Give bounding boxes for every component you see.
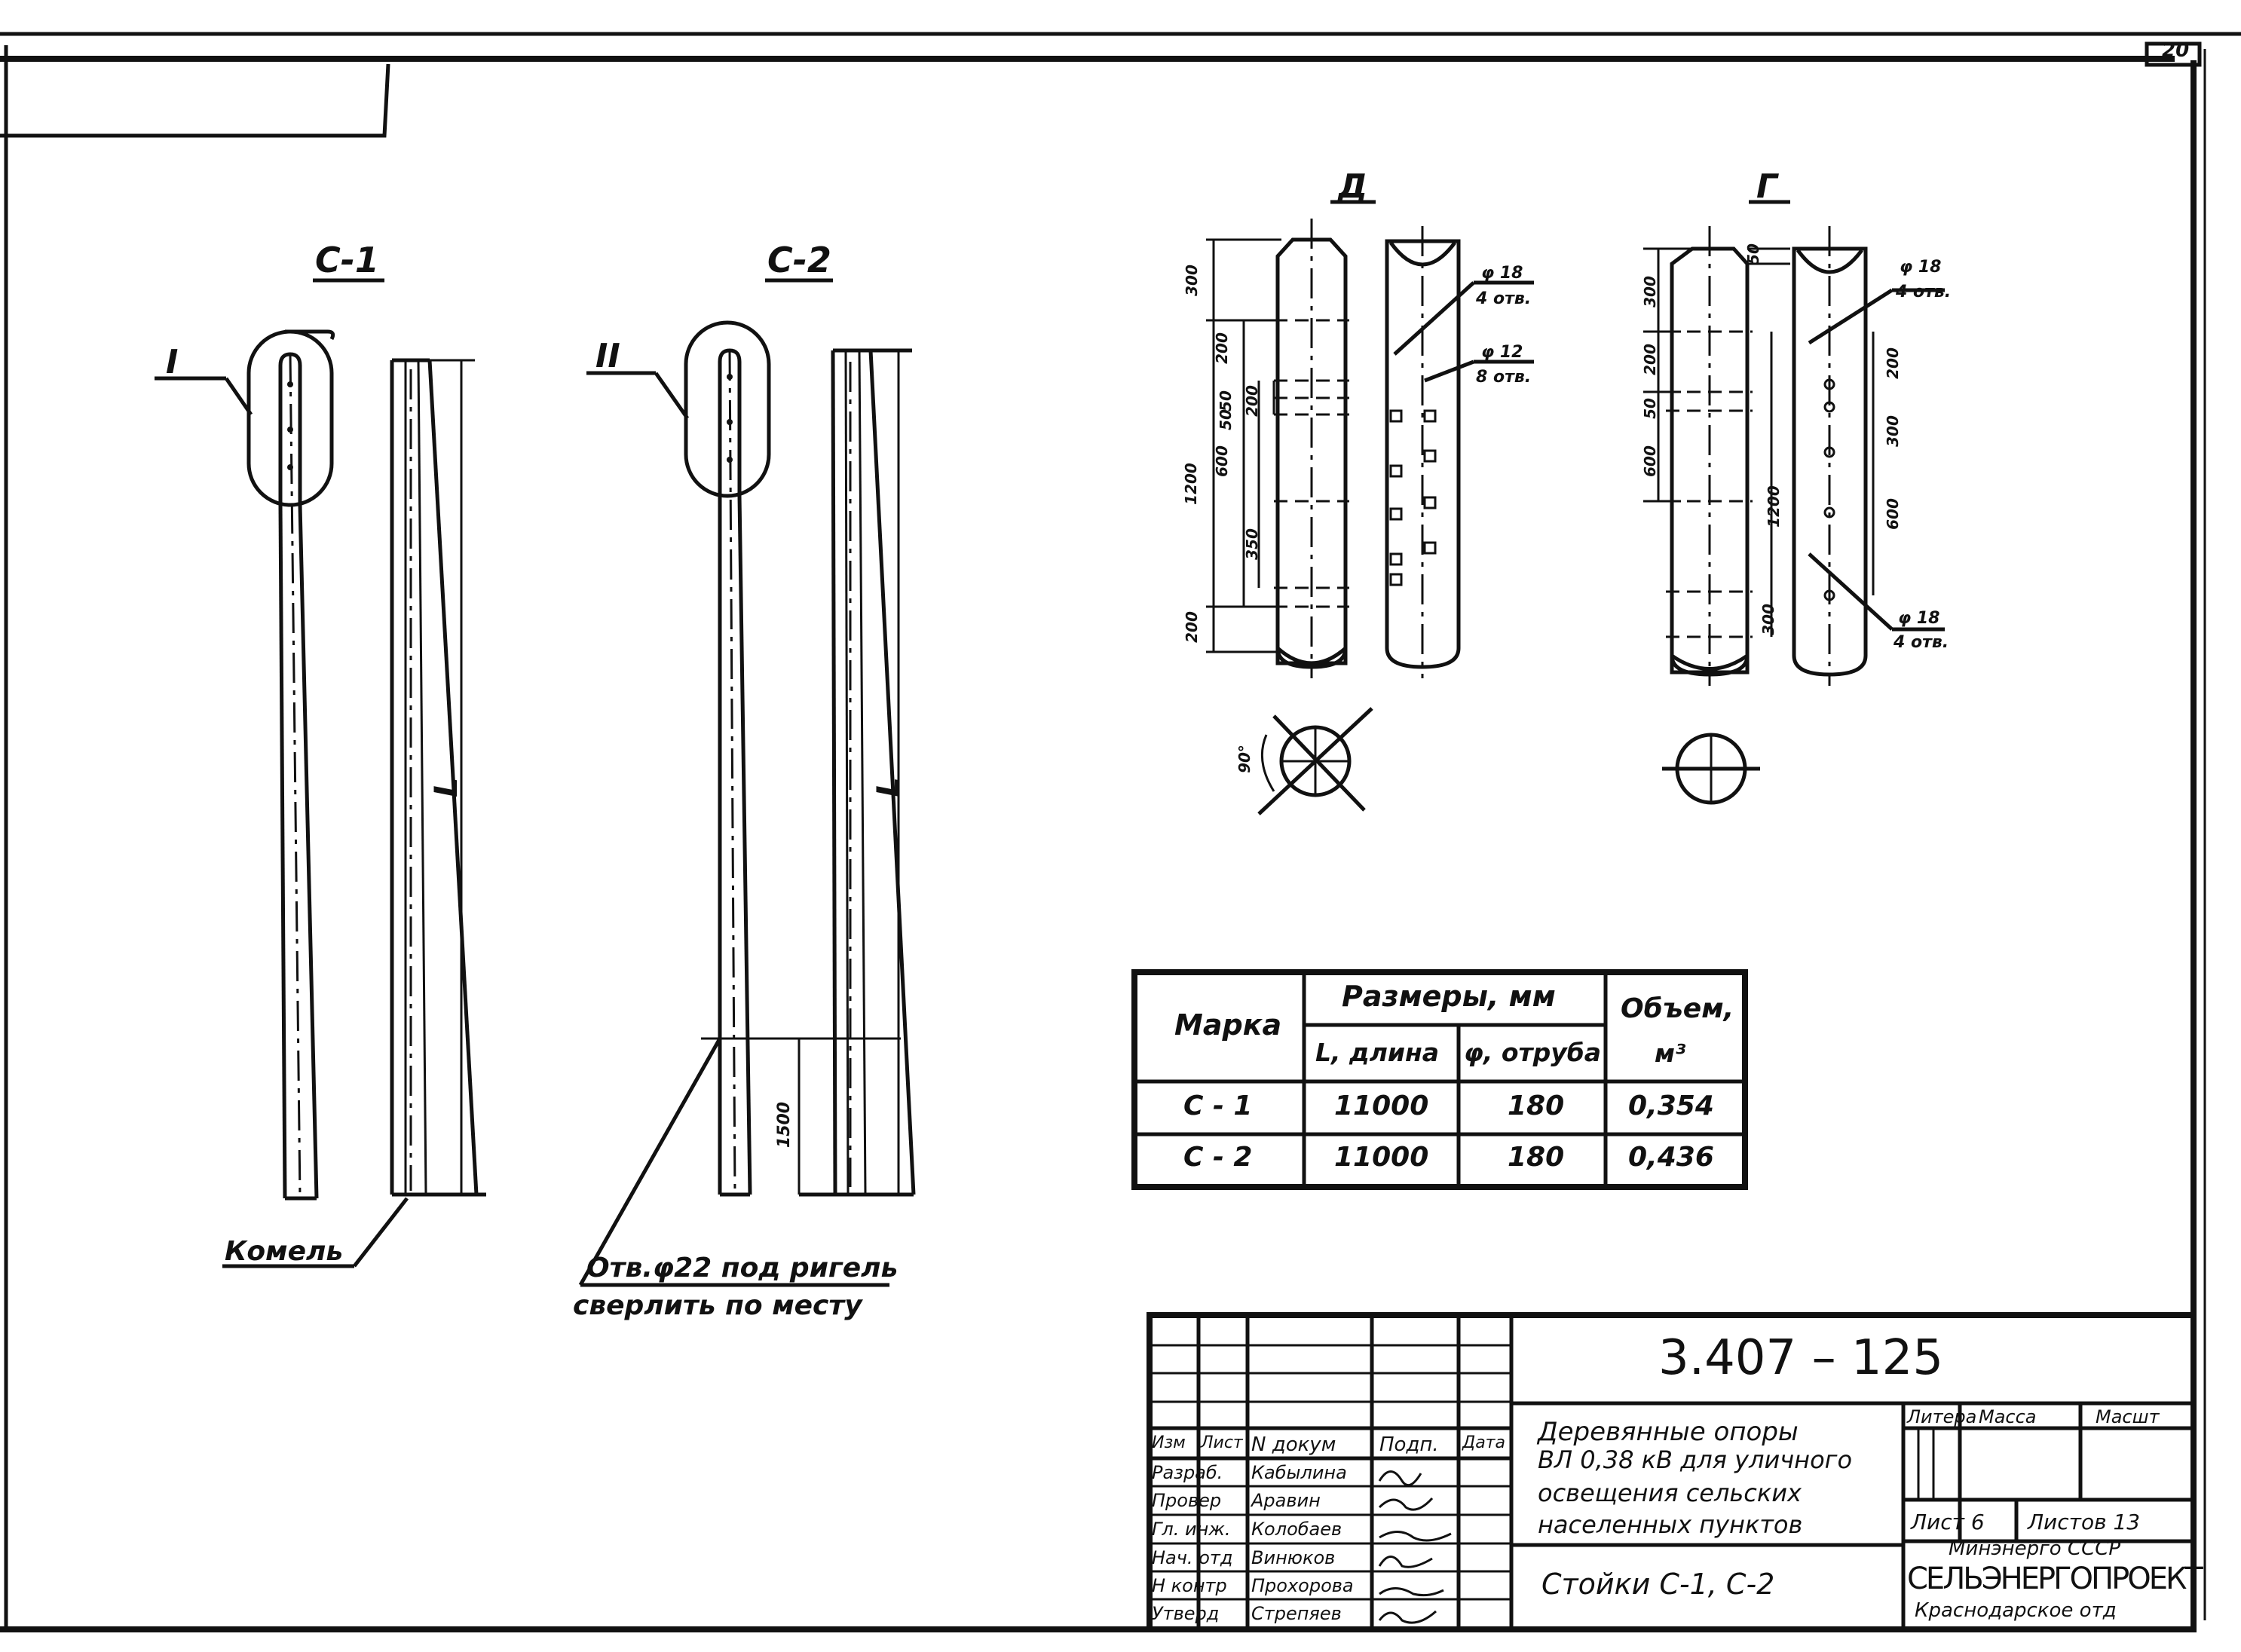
detail-d-hole-b-count: 8 отв. [1476, 368, 1532, 387]
sheet-number: 20 [2162, 39, 2190, 62]
signer-role-3: Гл. инж. [1152, 1519, 1231, 1540]
signer-name-2: Аравин [1251, 1490, 1321, 1511]
detail-d-dim-200a: 200 [1212, 332, 1231, 364]
detail-d-dim-50a: 50 [1216, 390, 1235, 411]
callout-ii-label: II [595, 337, 620, 375]
spec-col-length: L, длина [1315, 1038, 1440, 1067]
title-block-grid [1147, 1312, 2197, 1632]
detail-g-hole-a: φ 18 [1900, 258, 1942, 277]
detail-g-dim-1200: 1200 [1764, 485, 1783, 528]
signer-name-5: Прохорова [1251, 1575, 1354, 1596]
title-line-4: населенных пунктов [1538, 1510, 1803, 1539]
spec-row-1-diameter: 180 [1508, 1091, 1565, 1121]
detail-d-dim-200b: 200 [1242, 385, 1261, 417]
pole-c2-view [578, 278, 916, 1287]
sheets-label: Листов 13 [2028, 1510, 2141, 1534]
detail-d-dim-350: 350 [1242, 528, 1261, 560]
signer-role-2: Провер [1152, 1490, 1222, 1511]
spec-row-1-volume: 0,354 [1628, 1091, 1714, 1121]
spec-table-grid [1131, 969, 1748, 1190]
detail-d-dim-600: 600 [1212, 445, 1231, 477]
detail-d-dim-1200: 1200 [1181, 463, 1200, 505]
hole-note-line1: Отв.φ22 под ригель [586, 1253, 899, 1283]
detail-g-dim-r600: 600 [1883, 498, 1902, 530]
hdr-ndoc: N докум [1251, 1433, 1336, 1456]
view-title-c2: С-2 [767, 240, 831, 280]
detail-g-hole-b: φ 18 [1898, 609, 1940, 628]
detail-d-hole-a-count: 4 отв. [1476, 289, 1532, 308]
spec-col-volume-2: м³ [1655, 1039, 1686, 1068]
hdr-list: Лист [1201, 1433, 1243, 1452]
spec-col-mark: Марка [1174, 1008, 1282, 1042]
spec-row-2-volume: 0,436 [1628, 1142, 1714, 1173]
spec-row-2-diameter: 180 [1508, 1142, 1565, 1173]
callout-i-label: I [166, 343, 179, 381]
detail-d-dim-300: 300 [1182, 265, 1201, 296]
col-scale: Масшт [2096, 1406, 2160, 1427]
detail-d-angle: 90° [1235, 745, 1254, 773]
detail-g-title: Г [1756, 167, 1778, 206]
dim-1500: 1500 [775, 1101, 794, 1149]
spec-col-diameter: φ, отруба [1464, 1038, 1602, 1067]
detail-d-title: Д [1338, 167, 1368, 206]
signer-role-6: Утверд [1152, 1603, 1220, 1624]
detail-d-hole-b: φ 12 [1481, 343, 1523, 362]
spec-row-1-mark: С - 1 [1183, 1091, 1253, 1121]
hole-note-line2: сверлить по месту [573, 1290, 862, 1321]
detail-d-dim-50b: 50 [1216, 409, 1235, 430]
detail-g-dim-200: 200 [1640, 344, 1659, 375]
length-label-c1: L [427, 777, 464, 797]
org-line-3: Краснодарское отд [1915, 1599, 2117, 1622]
signer-name-1: Кабылина [1251, 1462, 1347, 1483]
detail-g-top-dim: 50 [1744, 243, 1762, 265]
detail-g-dim-r300: 300 [1883, 415, 1902, 447]
length-label-c2: L [869, 777, 907, 797]
spec-row-2-length: 11000 [1334, 1142, 1429, 1173]
spec-col-volume-1: Объем, [1621, 993, 1734, 1024]
detail-g-dim-300: 300 [1640, 276, 1659, 307]
hdr-sign: Подп. [1379, 1433, 1439, 1456]
title-line-1: Деревянные опоры [1538, 1417, 1799, 1447]
col-mass: Масса [1979, 1406, 2037, 1427]
detail-g-dim-r200: 200 [1883, 347, 1902, 379]
title-line-2: ВЛ 0,38 кВ для уличного [1538, 1446, 1853, 1474]
butt-note: Комель [225, 1236, 344, 1267]
detail-g-dim-600: 600 [1640, 445, 1659, 477]
view-title-c1: С-1 [315, 240, 379, 280]
signer-name-4: Винюков [1251, 1547, 1336, 1568]
pole-c1-view [155, 278, 486, 1268]
org-line-1: Минэнерго СССР [1949, 1537, 2121, 1560]
detail-g-hole-b-count: 4 отв. [1894, 633, 1949, 652]
detail-g-dim-300b: 300 [1759, 604, 1777, 635]
org-line-2: СЕЛЬЭНЕРГОПРОЕКТ [1907, 1562, 2203, 1596]
detail-g-view [1643, 200, 1945, 805]
spec-row-2-mark: С - 2 [1183, 1142, 1253, 1173]
signer-name-3: Колобаев [1251, 1519, 1342, 1540]
spec-row-1-length: 11000 [1334, 1091, 1429, 1121]
detail-d-hole-a: φ 18 [1481, 264, 1523, 283]
hdr-date: Дата [1462, 1433, 1505, 1452]
spec-col-dims: Размеры, мм [1342, 980, 1556, 1013]
signer-role-4: Нач. отд [1152, 1547, 1233, 1568]
doc-number: 3.407 – 125 [1658, 1330, 1944, 1386]
detail-g-hole-a-count: 4 отв. [1896, 283, 1952, 301]
hdr-izm: Изм [1152, 1433, 1186, 1452]
detail-d-dim-200c: 200 [1182, 611, 1201, 643]
signer-role-1: Разраб. [1152, 1462, 1223, 1483]
title-line-3: освещения сельских [1538, 1479, 1802, 1507]
signer-name-6: Стрепяев [1251, 1603, 1342, 1624]
col-litera: Литера [1907, 1406, 1977, 1427]
signer-role-5: Н контр [1152, 1575, 1227, 1596]
detail-g-dim-50: 50 [1640, 398, 1659, 419]
sheet-label: Лист 6 [1911, 1510, 1985, 1534]
sheet-name: Стойки С-1, С-2 [1541, 1568, 1775, 1601]
detail-d-view [1206, 200, 1534, 815]
